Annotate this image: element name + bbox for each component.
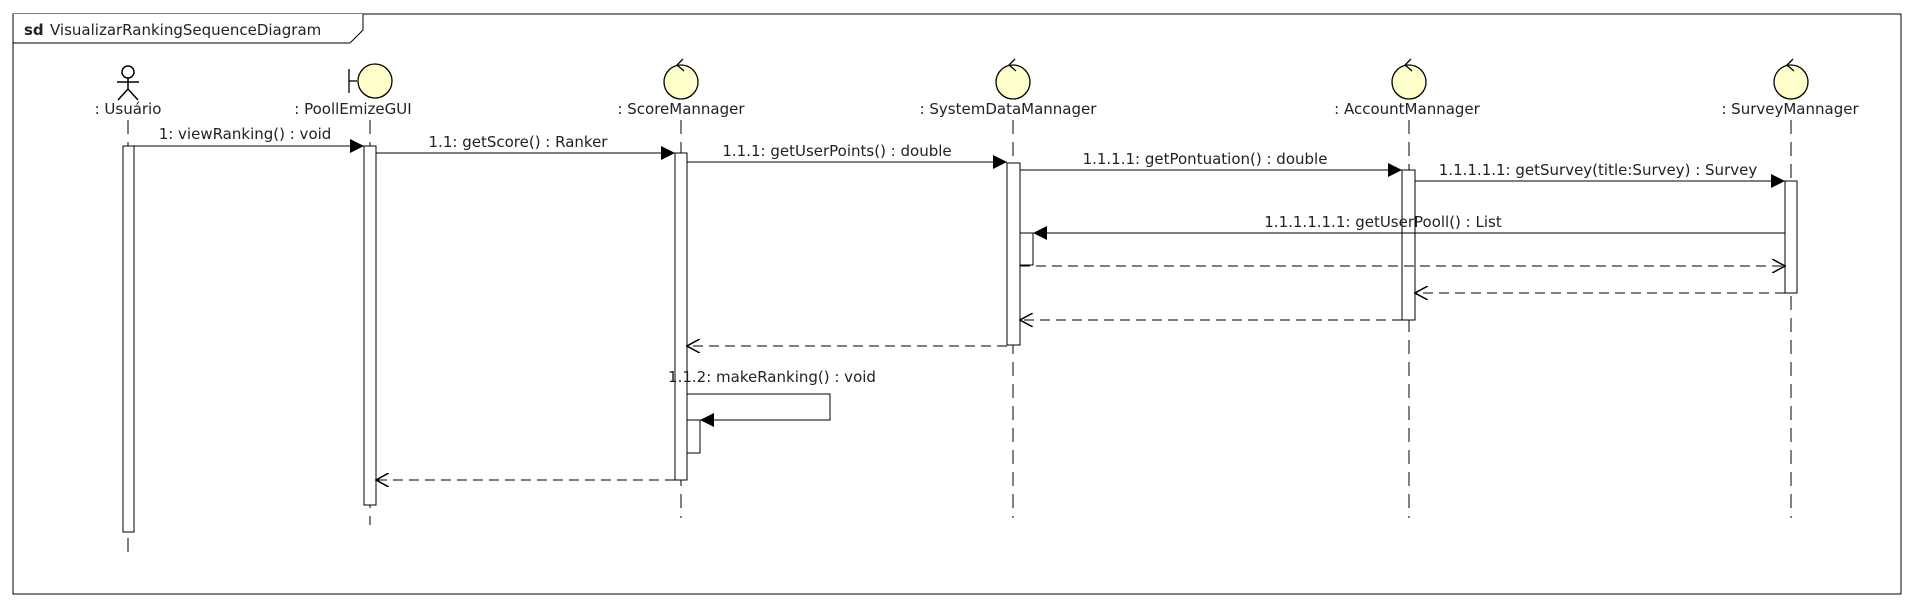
lifeline-label-systemdata: : SystemDataMannager — [920, 100, 1098, 118]
activation-bar-account — [1401, 169, 1416, 321]
activation-bar-score — [674, 152, 688, 481]
activation-bar-survey — [1784, 180, 1798, 294]
lifeline-label-score: : ScoreMannager — [617, 100, 745, 118]
message-label-viewranking: 1: viewRanking() : void — [159, 125, 332, 143]
lifeline-label-survey: : SurveyMannager — [1721, 100, 1859, 118]
lifeline-label-gui: : PoollEmizeGUI — [294, 100, 411, 118]
control-icon-score — [663, 58, 699, 100]
lifeline-labels: : Usuário : PoollEmizeGUI : ScoreMannage… — [95, 100, 1860, 118]
lifeline-label-account: : AccountMannager — [1334, 100, 1480, 118]
message-label-getpontuation: 1.1.1.1: getPontuation() : double — [1083, 150, 1328, 168]
messages — [134, 139, 1785, 480]
message-label-getuserpooll: 1.1.1.1.1.1: getUserPooll() : List — [1264, 213, 1502, 231]
actor-icon — [117, 65, 139, 101]
activation-bar-systemdata-nested — [1019, 232, 1034, 266]
frame-keyword: sd — [24, 21, 44, 39]
lifeline-label-usuario: : Usuário — [95, 100, 162, 118]
activation-bar-usuario — [122, 145, 135, 533]
message-label-getuserpoints: 1.1.1: getUserPoints() : double — [722, 142, 951, 160]
message-label-makeranking: 1.1.2: makeRanking() : void — [668, 368, 876, 386]
lifeline-lines — [127, 120, 1792, 556]
control-icon-account — [1391, 58, 1427, 100]
activation-bar-gui — [363, 145, 377, 506]
frame-title: VisualizarRankingSequenceDiagram — [50, 21, 321, 39]
activation-bar-systemdata — [1006, 162, 1021, 346]
control-icon-survey — [1773, 58, 1809, 100]
control-icon-systemdata — [995, 58, 1031, 100]
message-label-getscore: 1.1: getScore() : Ranker — [429, 133, 609, 151]
diagram-frame: sd VisualizarRankingSequenceDiagram — [12, 13, 1902, 595]
message-arrow-makeranking — [687, 393, 831, 427]
activation-bars — [122, 145, 1798, 533]
activation-bar-score-self — [686, 419, 701, 454]
boundary-icon — [348, 63, 393, 99]
message-labels: 1: viewRanking() : void 1.1: getScore() … — [159, 125, 1758, 386]
message-label-getsurvey: 1.1.1.1.1: getSurvey(title:Survey) : Sur… — [1439, 161, 1758, 179]
